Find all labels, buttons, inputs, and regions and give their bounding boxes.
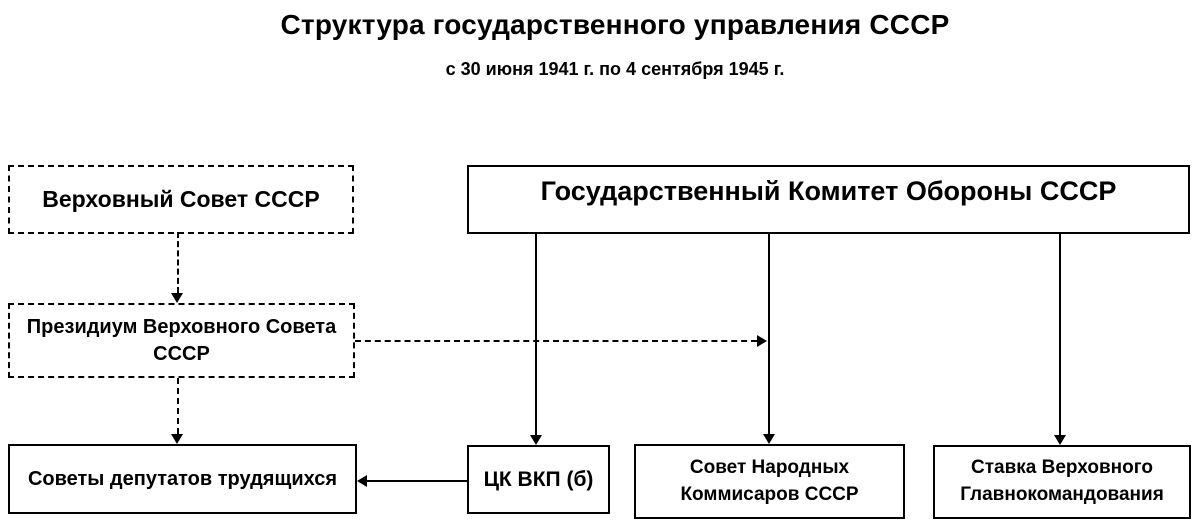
edge-supreme-soviet-to-presidium-line [177, 232, 179, 293]
edge-gko-to-tsk-vkp-arrowhead [530, 435, 542, 445]
node-stavka-label: Ставка Верховного Главнокомандования [960, 457, 1164, 505]
node-state-defense-committee-label: Государственный Комитет Обороны СССР [540, 176, 1117, 206]
edge-presidium-to-soviets-line [177, 378, 179, 434]
diagram-header: Структура государственного управления СС… [0, 0, 1200, 80]
node-soviets-of-deputies-label: Советы депутатов трудящихся [27, 467, 338, 490]
node-tsk-vkp-b: ЦК ВКП (б) [467, 445, 610, 514]
edge-presidium-to-soviets-arrowhead [171, 434, 183, 444]
node-supreme-soviet: Верховный Совет СССР [8, 165, 354, 234]
node-sovnarkom: Совет Народных Коммисаров СССР [634, 444, 905, 519]
node-sovnarkom-label: Совет Народных Коммисаров СССР [680, 456, 859, 505]
edge-gko-to-sovnarkom-arrowhead [763, 434, 775, 444]
node-supreme-soviet-label: Верховный Совет СССР [42, 186, 320, 212]
node-presidium: Президиум Верховного Совета СССР [8, 303, 355, 378]
edge-gko-to-stavka-arrowhead [1054, 435, 1066, 445]
edge-presidium-to-sovnarkom-branch-line [355, 340, 757, 342]
edge-tsk-vkp-to-soviets-line [367, 480, 467, 482]
node-tsk-vkp-b-label: ЦК ВКП (б) [483, 467, 594, 491]
edge-gko-to-stavka-line [1059, 233, 1061, 435]
node-state-defense-committee: Государственный Комитет Обороны СССР [467, 165, 1190, 234]
node-stavka: Ставка Верховного Главнокомандования [933, 445, 1191, 519]
node-presidium-label: Президиум Верховного Совета СССР [26, 315, 337, 365]
node-soviets-of-deputies: Советы депутатов трудящихся [8, 444, 357, 514]
edge-supreme-soviet-to-presidium-arrowhead [171, 293, 183, 303]
diagram-title: Структура государственного управления СС… [280, 9, 950, 40]
edge-tsk-vkp-to-soviets-arrowhead [357, 475, 367, 487]
diagram-subtitle: с 30 июня 1941 г. по 4 сентября 1945 г. [445, 59, 785, 79]
edge-gko-to-sovnarkom-line [768, 233, 770, 434]
edge-gko-to-tsk-vkp-line [535, 233, 537, 435]
edge-presidium-to-sovnarkom-branch-arrowhead [757, 335, 767, 347]
